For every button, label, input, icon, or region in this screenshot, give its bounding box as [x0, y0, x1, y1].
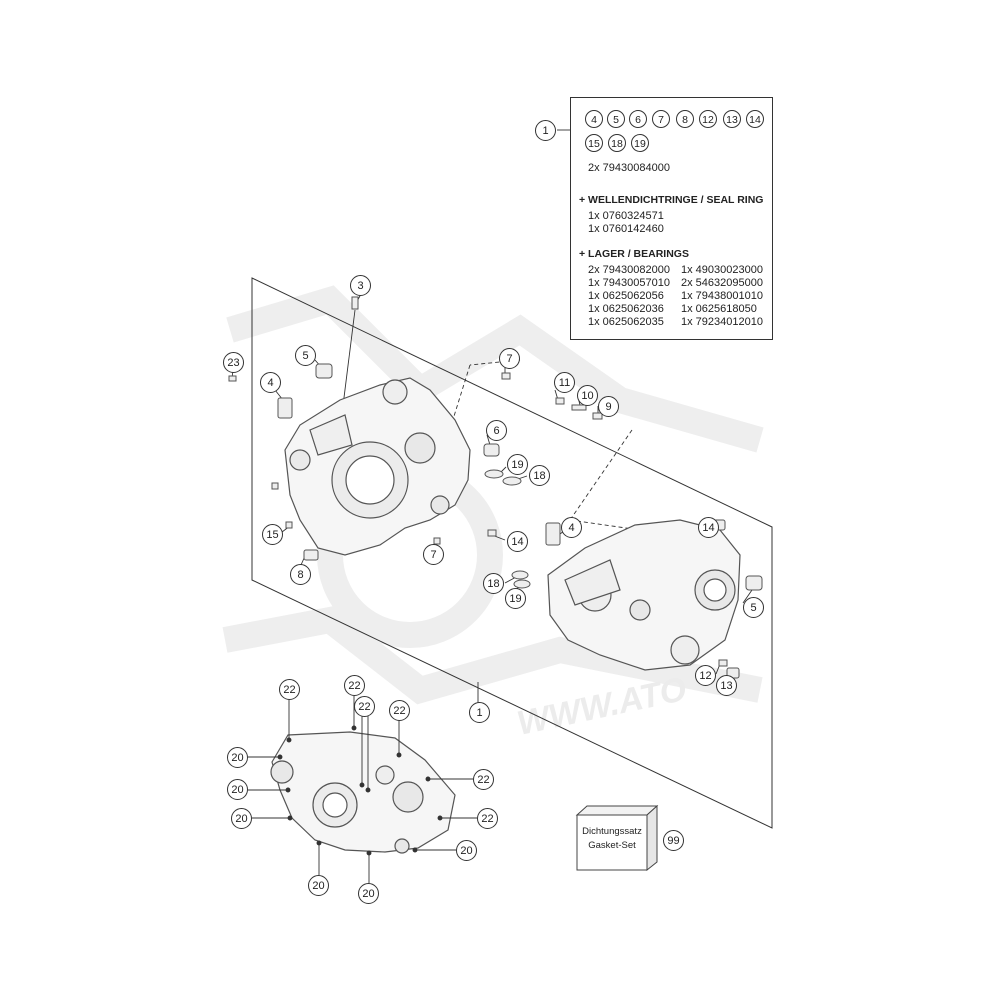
callout-18: 18 [529, 465, 550, 486]
bearing-line: 1x 49030023000 [681, 264, 763, 276]
kit-part-4: 4 [585, 110, 603, 128]
callout-20: 20 [456, 840, 477, 861]
bearing-line: 1x 79234012010 [681, 316, 763, 328]
callout-22: 22 [354, 696, 375, 717]
bearing-line: 2x 54632095000 [681, 277, 763, 289]
left-crankcase-half [284, 377, 471, 556]
kit-part-14: 14 [746, 110, 764, 128]
kit-part-18: 18 [608, 134, 626, 152]
callout-7: 7 [423, 544, 444, 565]
kit-part-5: 5 [607, 110, 625, 128]
callout-20: 20 [227, 779, 248, 800]
callout-22: 22 [344, 675, 365, 696]
callout-99: 99 [663, 830, 684, 851]
callout-5: 5 [295, 345, 316, 366]
callout-22: 22 [279, 679, 300, 700]
callout-22: 22 [389, 700, 410, 721]
callout-20: 20 [231, 808, 252, 829]
gasket-set-label-en: Gasket-Set [588, 840, 636, 851]
bearing-line: 1x 0625062056 [588, 290, 664, 302]
callout-20: 20 [308, 875, 329, 896]
bearing-line: 1x 0625618050 [681, 303, 757, 315]
callout-6: 6 [486, 420, 507, 441]
callout-22: 22 [473, 769, 494, 790]
bearing-line: 1x 79438001010 [681, 290, 763, 302]
callout-14: 14 [507, 531, 528, 552]
seal-line: 1x 0760142460 [588, 223, 664, 235]
callout-10: 10 [577, 385, 598, 406]
callout-4: 4 [260, 372, 281, 393]
kit-part-19: 19 [631, 134, 649, 152]
callout-15: 15 [262, 524, 283, 545]
exploded-view-plane [251, 277, 773, 829]
detail-leaders [248, 696, 477, 883]
seal-line: 1x 0760324571 [588, 210, 664, 222]
kit-part-7: 7 [652, 110, 670, 128]
bearings-header: + LAGER / BEARINGS [579, 248, 689, 260]
right-crankcase-half [547, 519, 741, 671]
callout-23: 23 [223, 352, 244, 373]
seal-ring-header: + WELLENDICHTRINGE / SEAL RING [579, 194, 764, 206]
kit-part-13: 13 [723, 110, 741, 128]
callout-9: 9 [598, 396, 619, 417]
crankcase-detail-view [270, 731, 456, 854]
kit-part-6: 6 [629, 110, 647, 128]
bearing-line: 1x 79430057010 [588, 277, 670, 289]
gasket-set-box [575, 804, 659, 872]
bearing-line: 2x 79430082000 [588, 264, 670, 276]
callout-13: 13 [716, 675, 737, 696]
small-parts [228, 296, 763, 679]
callout-22: 22 [477, 808, 498, 829]
callout-8: 8 [290, 564, 311, 585]
callout-12: 12 [695, 665, 716, 686]
callout-19: 19 [507, 454, 528, 475]
bearing-line: 1x 0625062036 [588, 303, 664, 315]
callout-11: 11 [554, 372, 575, 393]
kit-part-12: 12 [699, 110, 717, 128]
callout-14: 14 [698, 517, 719, 538]
watermark-text: WWW.ATO [514, 670, 690, 743]
callout-5: 5 [743, 597, 764, 618]
callout-7: 7 [499, 348, 520, 369]
callout-18: 18 [483, 573, 504, 594]
kit-part-15: 15 [585, 134, 603, 152]
gasket-set-label-de: Dichtungssatz [582, 826, 642, 837]
callout-19: 19 [505, 588, 526, 609]
kit-screws-line: 2x 79430084000 [588, 162, 670, 174]
kit-part-8: 8 [676, 110, 694, 128]
callout-1: 1 [469, 702, 490, 723]
bearing-line: 1x 0625062035 [588, 316, 664, 328]
callout-20: 20 [227, 747, 248, 768]
callout-20: 20 [358, 883, 379, 904]
callout-kit: 1 [535, 120, 556, 141]
callout-3: 3 [350, 275, 371, 296]
callout-4: 4 [561, 517, 582, 538]
kit-contents-box: 4 5 6 7 8 12 13 14 15 18 19 2x 794300840… [570, 97, 773, 340]
